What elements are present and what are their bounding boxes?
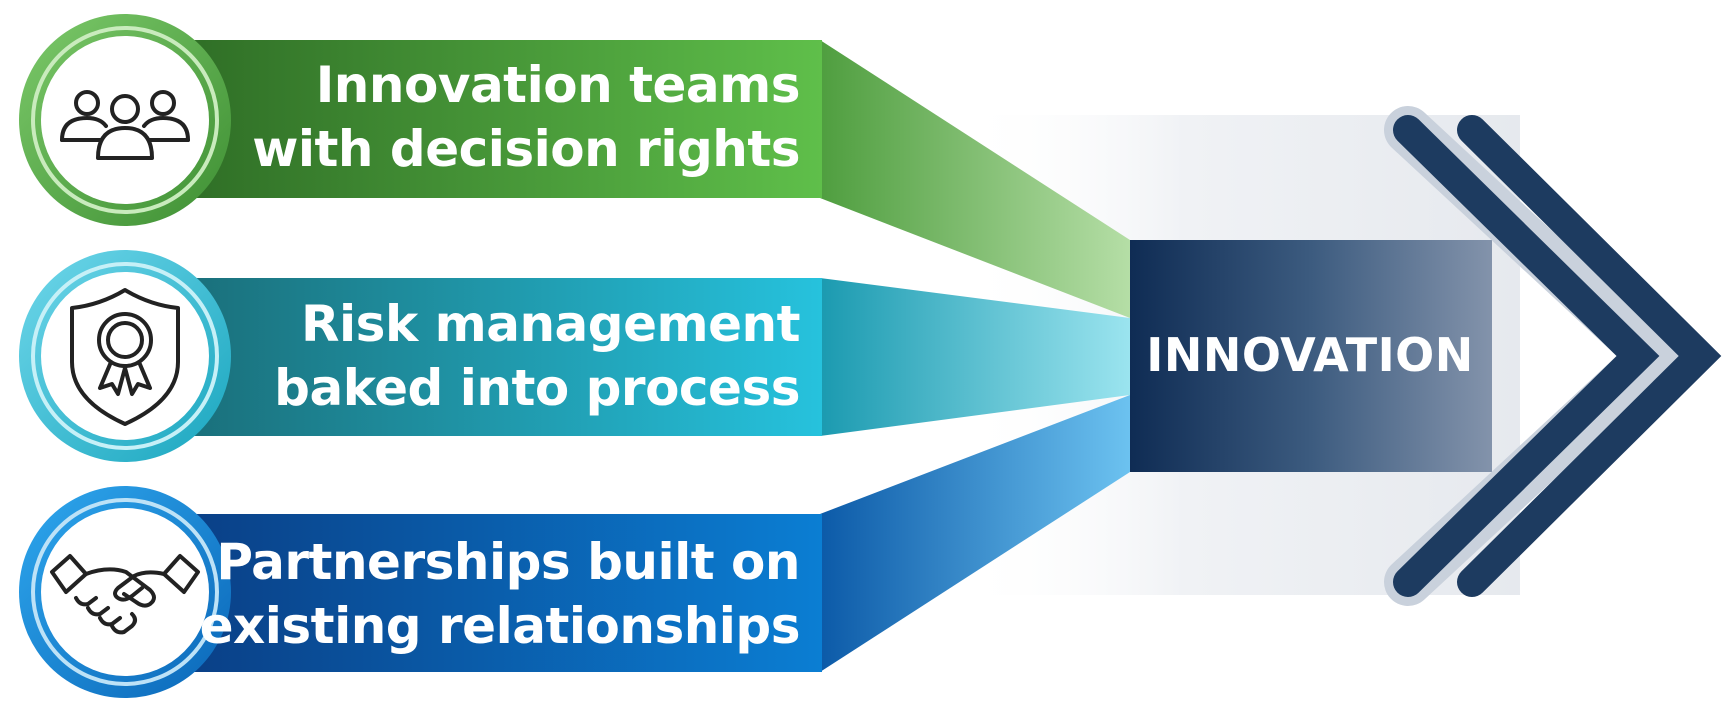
chevron-icon-outer: [1457, 115, 1722, 597]
row2-line1: Risk management: [301, 295, 800, 353]
row-text-partnerships: Partnerships built on existing relations…: [180, 530, 801, 658]
row3-line1: Partnerships built on: [216, 533, 800, 591]
row-text-innovation-teams: Innovation teams with decision rights: [180, 53, 800, 181]
people-group-icon: [60, 90, 190, 160]
banner-row2: [185, 278, 822, 436]
row2-line2: baked into process: [274, 359, 800, 417]
banner-row3: [185, 514, 822, 672]
handshake-icon: [50, 554, 200, 635]
row1-line2: with decision rights: [252, 120, 800, 178]
innovation-label: INNOVATION: [1146, 328, 1474, 382]
row-text-risk-management: Risk management baked into process: [180, 292, 800, 420]
row1-line1: Innovation teams: [315, 56, 801, 114]
row3-line2: existing relationships: [199, 597, 801, 655]
circle-row3: [19, 486, 231, 698]
innovation-box: [1130, 240, 1492, 472]
funnel-green: [820, 40, 1130, 318]
chevron-icon: [1393, 115, 1660, 597]
shield-badge-icon: [70, 288, 180, 426]
banner-row1: [185, 40, 822, 198]
funnel-teal: [820, 278, 1130, 436]
funnel-blue: [820, 395, 1130, 672]
